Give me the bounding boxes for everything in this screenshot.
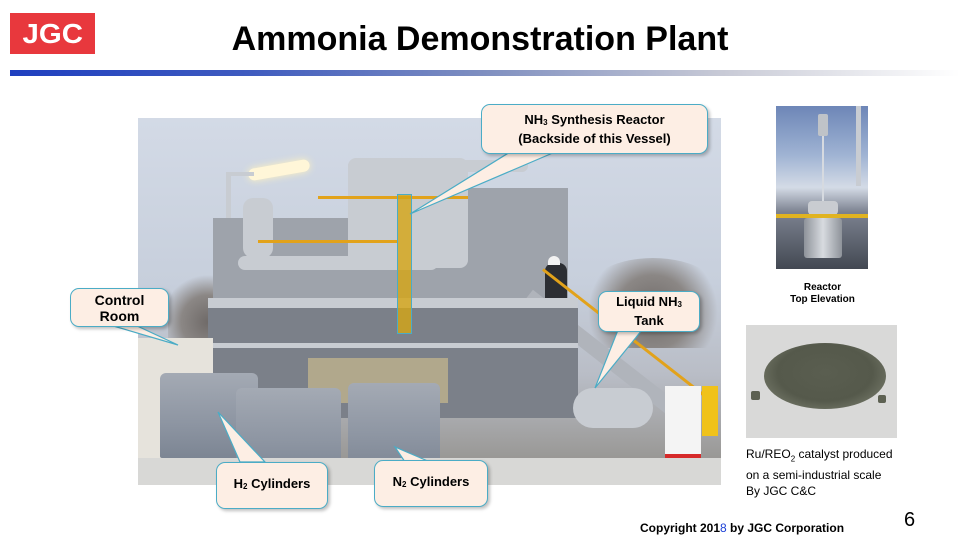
top-pipe	[348, 160, 528, 172]
title-underline	[10, 70, 960, 76]
page-title: Ammonia Demonstration Plant	[231, 20, 729, 58]
reactor-highlight	[397, 194, 412, 334]
jgc-logo: JGC	[10, 13, 95, 54]
lamp-head	[247, 158, 311, 182]
reactor-support	[856, 106, 861, 186]
yellow-rail-1	[258, 240, 398, 243]
warning-sign-yellow	[702, 386, 718, 436]
left-vessel	[243, 198, 273, 258]
main-deck	[208, 298, 578, 308]
callout-reactor: NH3 Synthesis Reactor (Backside of this …	[481, 104, 708, 154]
reactor-yellow-pipe	[776, 214, 868, 218]
copyright-notice: Copyright 2018 by JGC Corporation	[640, 521, 845, 535]
callout-control-room: Control Room	[70, 288, 169, 327]
catalyst-photo	[746, 325, 897, 438]
horizontal-pipe	[238, 256, 438, 270]
catalyst-pellet	[878, 395, 886, 403]
reactor-flange	[808, 201, 838, 215]
reactor-caption: Reactor Top Elevation	[790, 282, 855, 305]
catalyst-pile	[764, 343, 886, 409]
logo-text: JGC	[22, 17, 83, 49]
callout-n2-cylinders: N2 Cylinders	[374, 460, 488, 507]
callout-h2-cylinders: H2 Cylinders	[216, 462, 328, 509]
reactor-rod	[822, 136, 824, 206]
callout-reactor-line1: NH3 Synthesis Reactor	[524, 111, 665, 127]
callout-reactor-line2: (Backside of this Vessel)	[518, 130, 671, 146]
reactor-sensor	[818, 114, 828, 136]
callout-liquid-nh3-tank: Liquid NH3 Tank	[598, 291, 700, 332]
worker-helmet	[548, 256, 560, 265]
catalyst-pellet	[751, 391, 760, 400]
lower-deck	[208, 343, 578, 348]
ammonia-tank	[573, 388, 653, 428]
page-number: 6	[904, 509, 916, 531]
lamp-arm	[226, 172, 254, 176]
reactor-vessel	[804, 218, 842, 258]
reactor-top-photo	[776, 106, 868, 269]
catalyst-caption: Ru/REO2 catalyst produced on a semi-indu…	[746, 447, 893, 499]
